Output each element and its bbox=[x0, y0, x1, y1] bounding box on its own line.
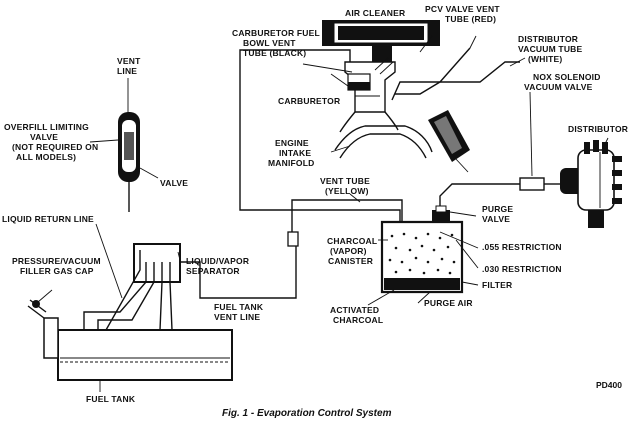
label-purge-valve-1: PURGE bbox=[482, 204, 513, 214]
label-overfill-3: (NOT REQUIRED ON bbox=[12, 142, 98, 152]
label-overfill-4: ALL MODELS) bbox=[16, 152, 76, 162]
liquid-return-line bbox=[105, 250, 141, 331]
nox-line bbox=[439, 183, 520, 210]
vent-tube-yellow bbox=[291, 199, 403, 232]
label-pressure-cap-1: PRESSURE/VACUUM bbox=[12, 256, 101, 266]
label-separator-1: LIQUID/VAPOR bbox=[186, 256, 249, 266]
label-pressure-cap-2: FILLER GAS CAP bbox=[20, 266, 94, 276]
label-carb-vent-1: CARBURETOR FUEL bbox=[232, 28, 320, 38]
label-engine-1: ENGINE bbox=[275, 138, 309, 148]
overfill-limiting-valve bbox=[118, 112, 140, 212]
label-purge-air: PURGE AIR bbox=[424, 298, 473, 308]
label-nox-2: VACUUM VALVE bbox=[524, 82, 593, 92]
label-restriction-055: .055 RESTRICTION bbox=[482, 242, 562, 252]
label-restriction-030: .030 RESTRICTION bbox=[482, 264, 562, 274]
label-carb-vent-3: TUBE (BLACK) bbox=[243, 48, 306, 58]
intake-manifold bbox=[334, 111, 433, 159]
carburetor bbox=[344, 57, 396, 113]
label-vent-tube-2: (YELLOW) bbox=[325, 186, 369, 196]
label-separator-2: SEPARATOR bbox=[186, 266, 240, 276]
label-carb-vent-2: BOWL VENT bbox=[243, 38, 296, 48]
label-overfill-2: VALVE bbox=[30, 132, 58, 142]
label-dist-tube-2: VACUUM TUBE bbox=[518, 44, 583, 54]
label-vent-line-2: LINE bbox=[117, 66, 137, 76]
figure-caption: Fig. 1 - Evaporation Control System bbox=[222, 408, 392, 419]
pcv-vent-tube bbox=[391, 47, 471, 101]
label-air-cleaner: AIR CLEANER bbox=[345, 8, 405, 18]
label-carburetor: CARBURETOR bbox=[278, 96, 340, 106]
label-engine-3: MANIFOLD bbox=[268, 158, 314, 168]
label-dist-tube-1: DISTRIBUTOR bbox=[518, 34, 578, 44]
label-pcv-2: TUBE (RED) bbox=[445, 14, 496, 24]
label-activated-2: CHARCOAL bbox=[333, 315, 383, 325]
label-valve: VALVE bbox=[160, 178, 188, 188]
separator-to-tank-lines bbox=[83, 281, 173, 331]
distributor-vacuum-tube bbox=[395, 61, 520, 95]
label-canister-1: CHARCOAL bbox=[327, 236, 377, 246]
label-pcv-1: PCV VALVE VENT bbox=[425, 4, 500, 14]
label-nox-1: NOX SOLENOID bbox=[533, 72, 601, 82]
liquid-vapor-separator bbox=[133, 243, 181, 283]
label-overfill-1: OVERFILL LIMITING bbox=[4, 122, 89, 132]
label-purge-valve-2: VALVE bbox=[482, 214, 510, 224]
charcoal-canister bbox=[380, 205, 464, 294]
leader-lines bbox=[37, 35, 609, 392]
fuel-tank bbox=[27, 299, 233, 381]
label-vent-line-1: VENT bbox=[117, 56, 141, 66]
distributor bbox=[560, 140, 622, 228]
label-filter: FILTER bbox=[482, 280, 512, 290]
label-activated-1: ACTIVATED bbox=[330, 305, 379, 315]
label-vent-tube-1: VENT TUBE bbox=[320, 176, 370, 186]
label-fuel-tank-vent-1: FUEL TANK bbox=[214, 302, 264, 312]
label-distributor: DISTRIBUTOR bbox=[568, 124, 628, 134]
fuel-tank-vent-line bbox=[180, 244, 297, 299]
label-fuel-tank-vent-2: VENT LINE bbox=[214, 312, 260, 322]
label-canister-3: CANISTER bbox=[328, 256, 373, 266]
pcv-valve bbox=[428, 110, 470, 173]
air-cleaner bbox=[322, 20, 440, 62]
label-engine-2: INTAKE bbox=[279, 148, 311, 158]
label-liquid-return: LIQUID RETURN LINE bbox=[2, 214, 94, 224]
vent-line-fitting bbox=[287, 231, 299, 247]
figure-code: PD400 bbox=[596, 380, 622, 390]
label-canister-2: (VAPOR) bbox=[330, 246, 367, 256]
carb-bowl-vent-tube bbox=[239, 49, 401, 222]
label-dist-tube-3: (WHITE) bbox=[528, 54, 562, 64]
label-fuel-tank: FUEL TANK bbox=[86, 394, 136, 404]
nox-solenoid-valve bbox=[519, 177, 560, 191]
